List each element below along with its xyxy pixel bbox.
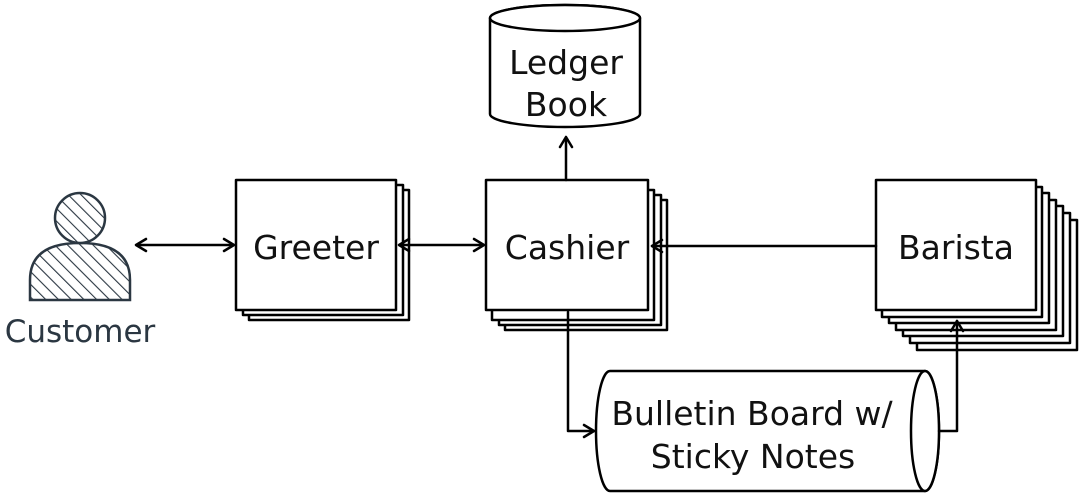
edge-customer-greeter: [134, 237, 236, 253]
edge-cashier-ledger: [558, 135, 574, 182]
greeter-node: Greeter: [234, 178, 411, 322]
barista-node: Barista: [874, 178, 1079, 352]
customer-node: Customer: [5, 191, 156, 350]
bulletin-label-line2: Sticky Notes: [651, 437, 855, 476]
edge-cashier-bulletin: [566, 310, 596, 439]
cashier-label: Cashier: [505, 228, 630, 267]
person-icon: [28, 191, 132, 302]
customer-label: Customer: [5, 314, 156, 350]
edge-barista-cashier: [650, 238, 878, 254]
greeter-label: Greeter: [253, 228, 379, 267]
bulletin-label-line1: Bulletin Board w/: [611, 394, 893, 433]
edge-bulletin-barista: [937, 319, 965, 433]
barista-label: Barista: [898, 228, 1014, 267]
ledger-label-line2: Book: [525, 85, 608, 124]
bulletin-board-node: Bulletin Board w/ Sticky Notes: [594, 369, 941, 493]
edge-greeter-cashier: [397, 237, 486, 253]
cashier-node: Cashier: [484, 178, 669, 332]
ledger-label-line1: Ledger: [509, 43, 623, 82]
ledger-book-node: Ledger Book: [488, 3, 642, 129]
